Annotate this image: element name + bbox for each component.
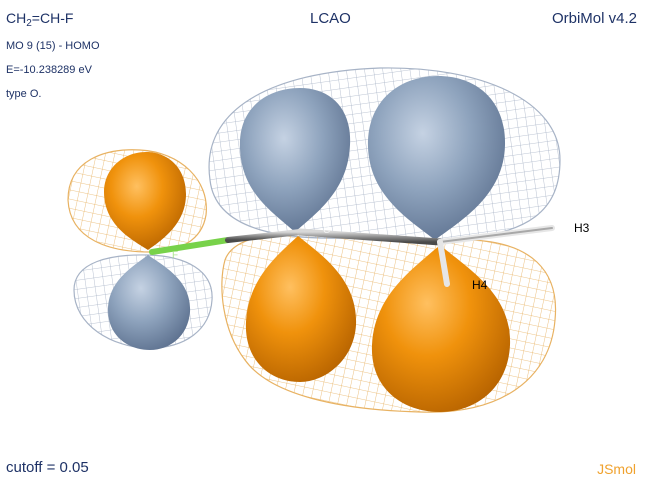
lobe-gray-right — [367, 76, 506, 240]
atom-label-h3: H3 — [574, 221, 590, 235]
jsmol-logo[interactable]: JSmol — [597, 461, 636, 477]
orbital-info: MO 9 (15) - HOMO — [6, 40, 100, 52]
lobe-orange-small-top — [104, 152, 186, 250]
cutoff-value: cutoff = 0.05 — [6, 459, 89, 476]
bond-c-f — [149, 237, 231, 255]
atom-label-c: C — [323, 225, 330, 236]
lobe-orange-right — [371, 245, 511, 412]
atom-label-f: F — [172, 250, 178, 261]
bond-c-h4 — [437, 239, 450, 287]
bond-c-c-left — [225, 229, 303, 243]
molecule-formula: CH2=CH-F — [6, 10, 74, 29]
bond-c-h3-shade — [439, 227, 553, 243]
lobe-gray-left — [239, 88, 351, 232]
atom-label-h4: H4 — [472, 278, 488, 292]
method-label: LCAO — [310, 10, 351, 27]
orbital-energy: E=-10.238289 eV — [6, 64, 92, 76]
orbital-type: type O. — [6, 88, 42, 100]
bond-c-c — [296, 228, 444, 246]
app-title: OrbiMol v4.2 — [551, 10, 637, 27]
lobe-gray-small-bottom — [108, 255, 191, 350]
lobe-orange-middle — [245, 236, 357, 382]
